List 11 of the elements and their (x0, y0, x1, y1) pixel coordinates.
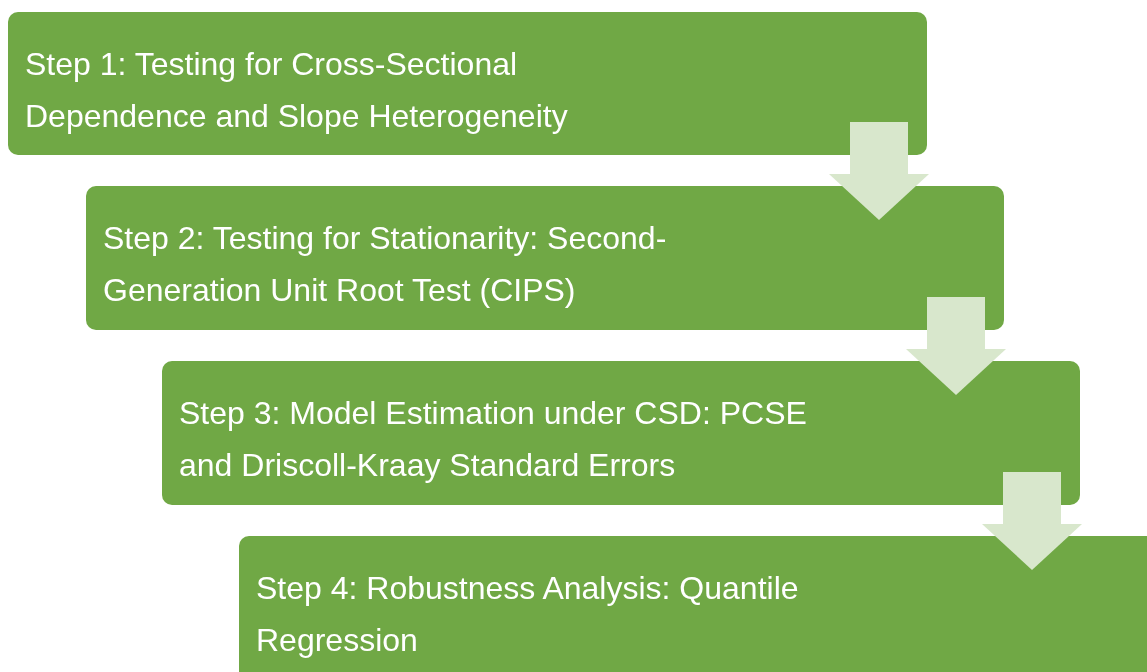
step-box (86, 186, 1004, 330)
block-arrow (982, 472, 1082, 570)
step-text: Step 4: Robustness Analysis: Quantile Regression (256, 569, 800, 660)
step-box (239, 536, 1147, 672)
step-text: Step 3: Model Estimation under CSD: PCSE and Driscoll-Kraay Standard Errors (179, 394, 808, 485)
step-box (8, 12, 927, 155)
step-box (162, 361, 1080, 505)
block-arrow (829, 122, 929, 220)
step-text: Step 2: Testing for Stationarity: Second-Generation Unit Root Test (CIPS) (103, 219, 668, 310)
block-arrow (906, 297, 1006, 395)
step-text: Step 1: Testing for Cross-Sectional Dependence and Slope Heterogeneity (25, 45, 569, 136)
